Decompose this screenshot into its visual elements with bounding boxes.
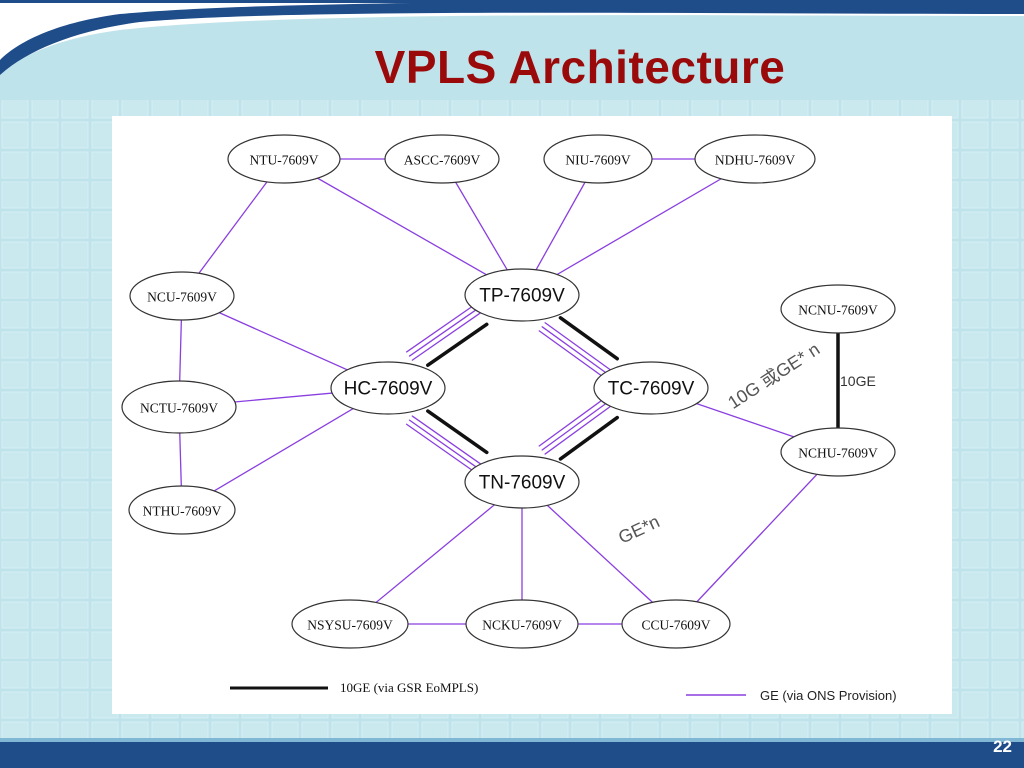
link-hc-tn-ge-2 (408, 419, 486, 474)
link-tc-tn-ge-3 (538, 392, 613, 447)
node-ascc: ASCC-7609V (384, 134, 500, 184)
legend-10ge-label: 10GE (via GSR EoMPLS) (340, 680, 478, 695)
node-nthu: NTHU-7609V (128, 485, 236, 535)
node-ncku-label: NCKU-7609V (482, 618, 562, 633)
node-ncnu-ellipse (780, 284, 896, 334)
node-ndhu-label: NDHU-7609V (715, 153, 795, 168)
link-tp-tc-ge-2 (541, 326, 616, 380)
node-nctu-label: NCTU-7609V (140, 401, 218, 416)
node-tc: TC-7609V (593, 361, 709, 415)
node-ndhu-ellipse (694, 134, 816, 184)
link-ndhu-tp (521, 158, 756, 296)
link-hc-tn-ge-3 (405, 423, 483, 478)
node-nchu: NCHU-7609V (780, 427, 896, 477)
node-hc-label: HC-7609V (344, 379, 433, 400)
link-tn-nsysu (349, 481, 523, 625)
node-niu-label: NIU-7609V (565, 153, 630, 168)
link-ntu-tp (283, 158, 523, 296)
link-tc-tn-ge-2 (541, 396, 616, 451)
node-nsysu-label: NSYSU-7609V (307, 618, 393, 633)
slide-number: 22 (993, 737, 1012, 756)
node-nsysu-ellipse (291, 599, 409, 649)
node-niu: NIU-7609V (543, 134, 653, 184)
node-tp-label: TP-7609V (479, 286, 565, 307)
node-ccu: CCU-7609V (621, 599, 731, 649)
node-tc-label: TC-7609V (608, 379, 695, 400)
node-ncku-ellipse (465, 599, 579, 649)
link-tp-hc-10ge (426, 322, 489, 367)
node-ncu-ellipse (129, 271, 235, 321)
link-tp-tc-ge-3 (538, 330, 613, 384)
node-hc-ellipse (330, 361, 446, 415)
link-nchu-ccu (675, 451, 839, 625)
link-tc-tn-ge-1 (544, 400, 618, 455)
node-hc: HC-7609V (330, 361, 446, 415)
node-ncu: NCU-7609V (129, 271, 235, 321)
node-tn-ellipse (464, 455, 580, 509)
slide-title: VPLS Architecture (374, 41, 786, 93)
link-tp-hc-ge-1 (411, 307, 489, 361)
legend-ge-label: GE (via ONS Provision) (760, 688, 897, 703)
link-tp-hc-ge-2 (408, 303, 486, 357)
node-ndhu: NDHU-7609V (694, 134, 816, 184)
ncnu-nchu-link-label: 10GE (840, 373, 876, 389)
link-hc-tn-ge-1 (411, 415, 489, 470)
node-nthu-label: NTHU-7609V (143, 504, 222, 519)
legend: 10GE (via GSR EoMPLS) GE (via ONS Provis… (230, 680, 897, 703)
tp-tc-link-label: 10G 或GE* n (724, 339, 823, 413)
diagram-canvas: NTU-7609V ASCC-7609V NIU-7609V NDHU-7609V NC… (121, 134, 897, 703)
link-tc-tn-10ge (558, 415, 619, 461)
node-tn-label: TN-7609V (479, 473, 566, 494)
node-ntu-label: NTU-7609V (250, 153, 319, 168)
nodes-layer: NTU-7609V ASCC-7609V NIU-7609V NDHU-7609V NC… (121, 134, 896, 649)
node-nchu-ellipse (780, 427, 896, 477)
node-ascc-label: ASCC-7609V (404, 153, 481, 168)
link-tp-hc-ge-3 (405, 299, 483, 353)
node-nctu-ellipse (121, 380, 237, 434)
node-nthu-ellipse (128, 485, 236, 535)
node-tp: TP-7609V (464, 268, 580, 322)
node-tn: TN-7609V (464, 455, 580, 509)
node-nchu-label: NCHU-7609V (798, 446, 878, 461)
node-niu-ellipse (543, 134, 653, 184)
node-ntu: NTU-7609V (227, 134, 341, 184)
network-diagram: NTU-7609V ASCC-7609V NIU-7609V NDHU-7609V NC… (112, 116, 952, 714)
node-ncnu-label: NCNU-7609V (798, 303, 878, 318)
node-ncnu: NCNU-7609V (780, 284, 896, 334)
node-ccu-ellipse (621, 599, 731, 649)
link-tp-tc-10ge (558, 316, 619, 361)
node-nsysu: NSYSU-7609V (291, 599, 409, 649)
node-tc-ellipse (593, 361, 709, 415)
node-nctu: NCTU-7609V (121, 380, 237, 434)
node-tp-ellipse (464, 268, 580, 322)
link-hc-tn-10ge (426, 409, 489, 455)
node-ntu-ellipse (227, 134, 341, 184)
node-ncku: NCKU-7609V (465, 599, 579, 649)
node-ncu-label: NCU-7609V (147, 290, 217, 305)
node-ascc-ellipse (384, 134, 500, 184)
node-ccu-label: CCU-7609V (641, 618, 710, 633)
link-tp-tc-ge-1 (544, 322, 619, 376)
tn-ccu-link-label: GE*n (615, 511, 662, 547)
